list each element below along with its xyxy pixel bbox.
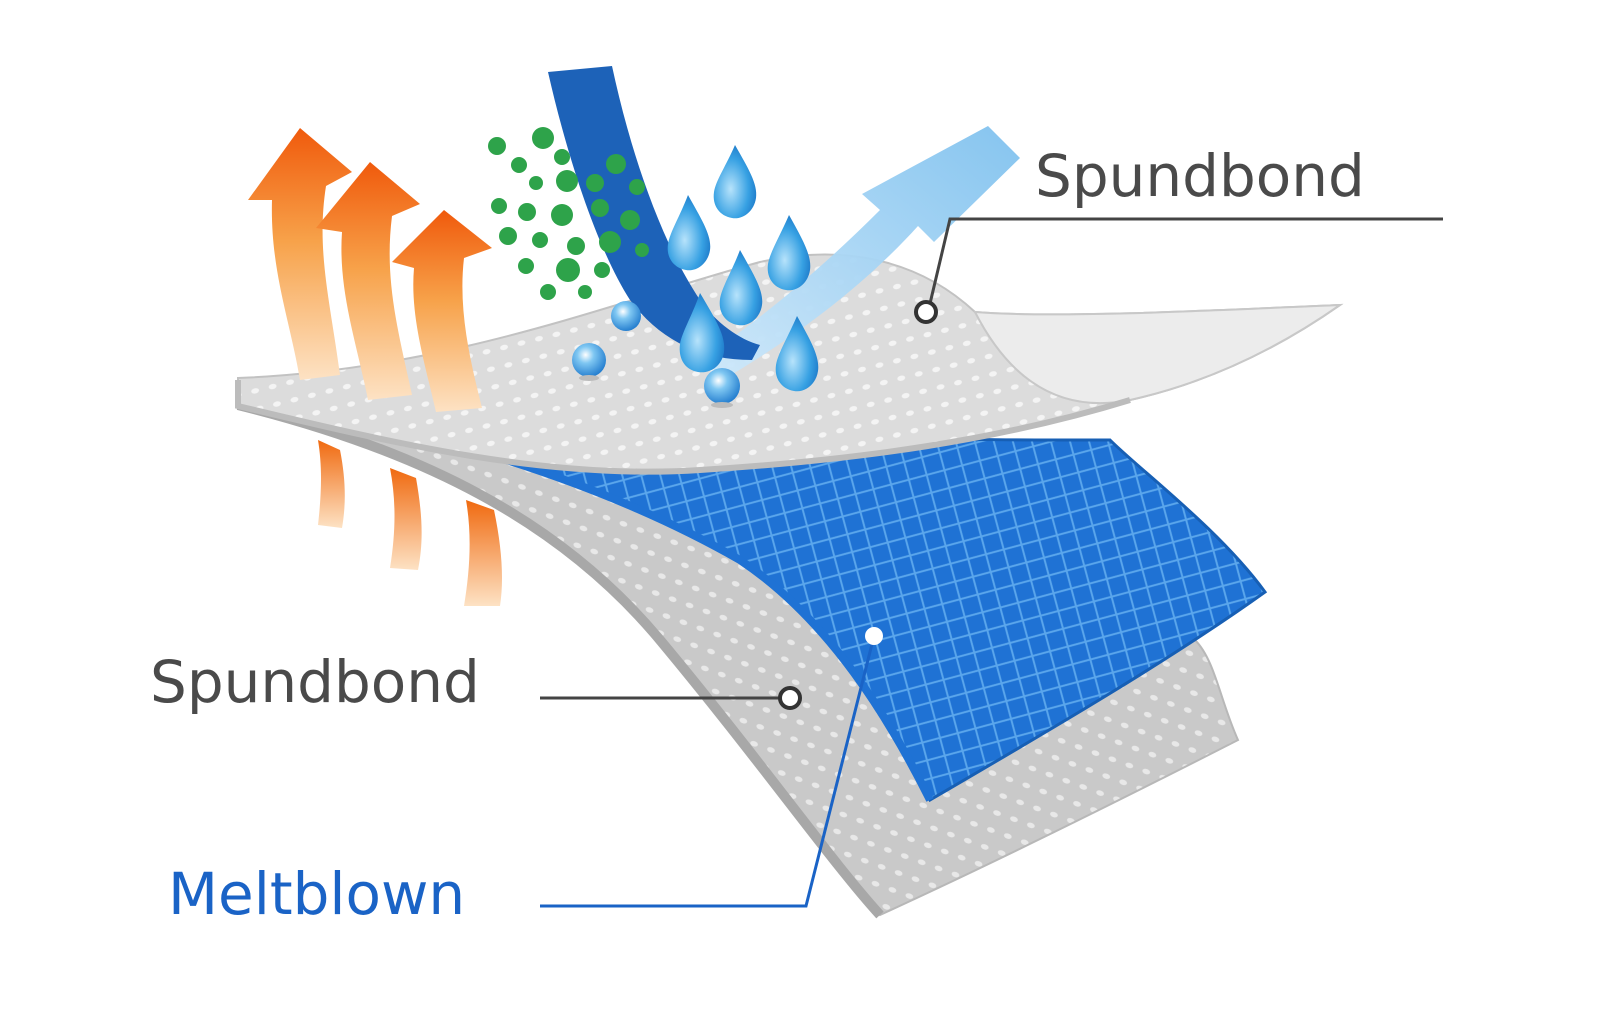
top-spunbond-front-edge xyxy=(235,380,1131,475)
vapor-arrow-icon xyxy=(700,126,1020,378)
particle-icon xyxy=(488,127,649,300)
top-spunbond-curl xyxy=(973,303,1344,405)
meltblown-leader xyxy=(540,627,883,908)
water-drop-icon xyxy=(667,145,819,392)
heat-arrow-lower-icon xyxy=(318,440,502,606)
top-spunbond-leader xyxy=(914,217,1443,324)
meltblown-label: Meltblown xyxy=(168,860,465,928)
water-bead-icon xyxy=(572,301,740,408)
liquid-stream-icon xyxy=(548,66,760,360)
top-spunbond-label: Spundbond xyxy=(1035,142,1365,210)
bottom-spunbond-label: Spundbond xyxy=(150,648,480,716)
heat-arrow-icon xyxy=(248,128,492,412)
bottom-spunbond-edge xyxy=(236,400,884,919)
bottom-spunbond-leader xyxy=(540,686,802,710)
